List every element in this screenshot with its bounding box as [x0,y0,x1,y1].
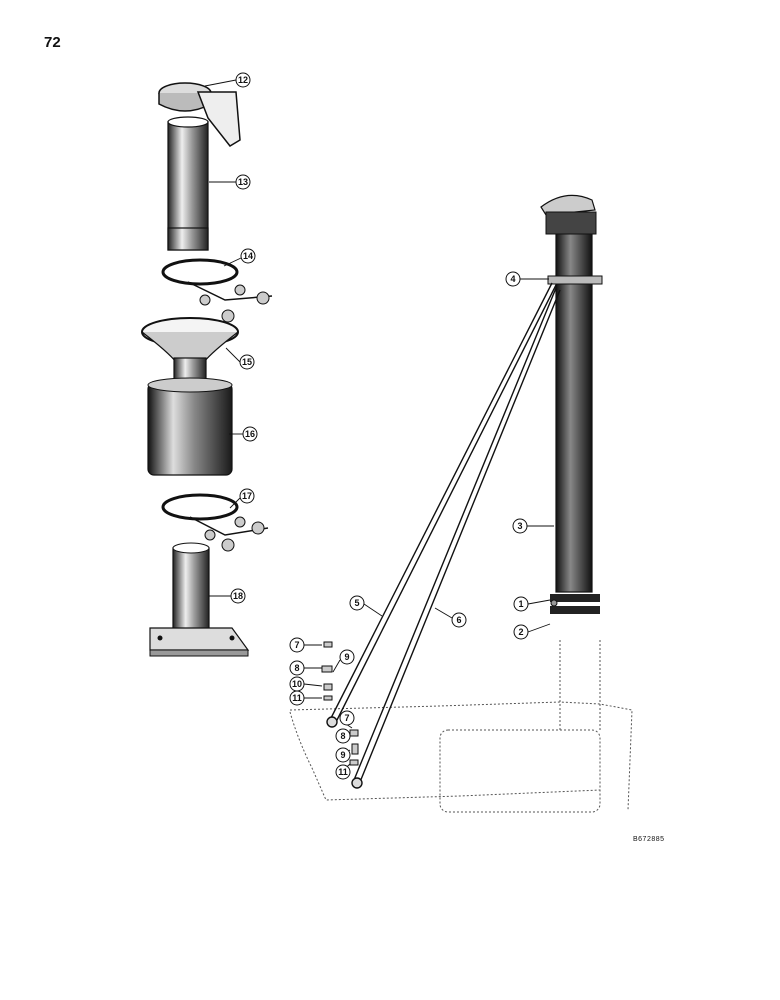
callout-16: 16 [245,429,255,439]
rain-cap [158,82,241,147]
callout-8-left: 8 [294,663,299,673]
callout-7-right: 7 [344,713,349,723]
callout-7-left: 7 [294,640,299,650]
page-number: 72 [44,34,61,51]
callout-15: 15 [242,357,252,367]
callout-11-left: 11 [292,693,302,703]
callout-9-left: 9 [344,652,349,662]
callout-10: 10 [292,679,302,689]
callout-11-right: 11 [338,767,348,777]
callout-6: 6 [456,615,461,625]
exhaust-base-pipe [149,542,250,657]
brace-rods [326,282,561,789]
callout-14: 14 [243,251,253,261]
muffler [147,357,233,476]
exhaust-stack [540,194,603,614]
exhaust-extension-pipe [167,116,209,251]
vehicle-outline [289,640,633,813]
callout-2: 2 [518,627,523,637]
callout-9-right: 9 [340,750,345,760]
callout-12: 12 [238,75,248,85]
callout-18: 18 [233,591,243,601]
callout-17: 17 [242,491,252,501]
muffler-funnel [141,317,239,363]
callout-3: 3 [517,521,522,531]
callout-4: 4 [510,274,515,284]
upper-u-bolt-clamp [161,258,273,323]
mounting-hardware [321,641,359,766]
figure-reference-code: B672885 [633,836,665,843]
callout-8-right: 8 [340,731,345,741]
callout-13: 13 [238,177,248,187]
callout-5: 5 [354,598,359,608]
callout-1: 1 [518,599,523,609]
lower-u-bolt-clamp [161,493,269,552]
